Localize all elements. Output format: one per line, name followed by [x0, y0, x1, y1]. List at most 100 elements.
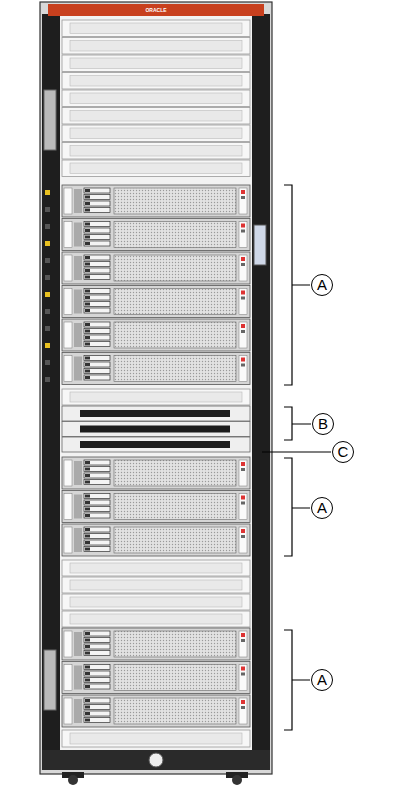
drive-bay — [84, 644, 110, 649]
server-ear — [239, 356, 247, 382]
server-ear — [239, 255, 247, 281]
status-led — [241, 700, 245, 704]
filler-panel — [62, 730, 250, 747]
callout-letter: C — [332, 441, 354, 463]
drive-latch — [85, 679, 90, 682]
status-led — [241, 324, 245, 328]
filler-panel — [62, 389, 250, 405]
drive-latch — [85, 336, 90, 339]
rail-marker — [45, 207, 50, 212]
filler-face — [70, 580, 242, 590]
drive-latch — [85, 706, 90, 709]
filler-face — [70, 163, 242, 174]
switch-slot — [80, 426, 230, 433]
status-led — [241, 529, 245, 533]
server-ear — [239, 289, 247, 315]
drive-bay — [84, 711, 110, 716]
server-ear — [64, 698, 72, 724]
server-grille — [114, 631, 236, 657]
rail-marker — [45, 377, 50, 382]
drive-column — [74, 357, 82, 381]
filler-panel — [62, 125, 250, 142]
drive-bay — [84, 540, 110, 545]
status-led — [241, 535, 245, 538]
drive-latch — [85, 323, 90, 326]
status-led — [241, 330, 245, 333]
status-led — [241, 196, 245, 199]
filler-panel — [62, 20, 250, 37]
rail-marker — [45, 343, 50, 348]
server-ear — [64, 322, 72, 348]
server-grille — [114, 494, 236, 520]
drive-latch — [85, 666, 90, 669]
server-ear — [64, 631, 72, 657]
drive-latch — [85, 189, 90, 192]
drive-latch — [85, 645, 90, 648]
drive-column — [74, 256, 82, 280]
drive-latch — [85, 535, 90, 538]
drive-latch — [85, 699, 90, 702]
base-latch — [149, 753, 163, 767]
drive-latch — [85, 209, 90, 212]
brand-logo: ORACLE — [145, 7, 166, 13]
drive-latch — [85, 236, 90, 239]
drive-bay — [84, 684, 110, 689]
server-ear — [64, 665, 72, 691]
drive-bay — [84, 308, 110, 313]
status-led — [241, 706, 245, 709]
drive-latch — [85, 548, 90, 551]
drive-bay — [84, 507, 110, 512]
drive-latch — [85, 343, 90, 346]
drive-latch — [85, 639, 90, 642]
drive-bay — [84, 651, 110, 656]
drive-latch — [85, 514, 90, 517]
switch — [62, 406, 250, 421]
server-grille — [114, 698, 236, 724]
side-panel — [44, 90, 56, 150]
callout-letter: A — [311, 274, 333, 296]
drive-latch — [85, 474, 90, 477]
callout-letter: B — [312, 413, 334, 435]
drive-bay — [84, 718, 110, 723]
drive-latch — [85, 541, 90, 544]
drive-column — [74, 461, 82, 485]
server-ear — [239, 188, 247, 214]
rack-rail — [42, 14, 60, 766]
drive-latch — [85, 632, 90, 635]
drive-latch — [85, 528, 90, 531]
filler-face — [70, 93, 242, 104]
drive-bay — [84, 369, 110, 374]
drive-bay — [84, 375, 110, 380]
drive-bay — [84, 235, 110, 240]
drive-bay — [84, 638, 110, 643]
drive-latch — [85, 196, 90, 199]
status-led — [241, 462, 245, 466]
server-ear — [239, 631, 247, 657]
drive-bay — [84, 262, 110, 267]
server-ear — [64, 356, 72, 382]
top-logo-bar — [48, 4, 264, 16]
filler-panel — [62, 577, 250, 593]
filler-face — [70, 76, 242, 87]
drive-bay — [84, 195, 110, 200]
callout-letter: A — [311, 669, 333, 691]
drive-latch — [85, 719, 90, 722]
filler-panel — [62, 90, 250, 107]
drive-column — [74, 290, 82, 314]
server — [62, 491, 250, 523]
side-panel — [44, 650, 56, 710]
drive-bay — [84, 473, 110, 478]
drive-bay — [84, 671, 110, 676]
drive-column — [74, 323, 82, 347]
server-ear — [64, 222, 72, 248]
rail-marker — [45, 258, 50, 263]
filler-panel — [62, 108, 250, 125]
drive-latch — [85, 303, 90, 306]
drive-latch — [85, 357, 90, 360]
drive-bay — [84, 500, 110, 505]
drive-bay — [84, 480, 110, 485]
drive-latch — [85, 370, 90, 373]
drive-latch — [85, 468, 90, 471]
rail-marker — [45, 292, 50, 297]
drive-bay — [84, 289, 110, 294]
